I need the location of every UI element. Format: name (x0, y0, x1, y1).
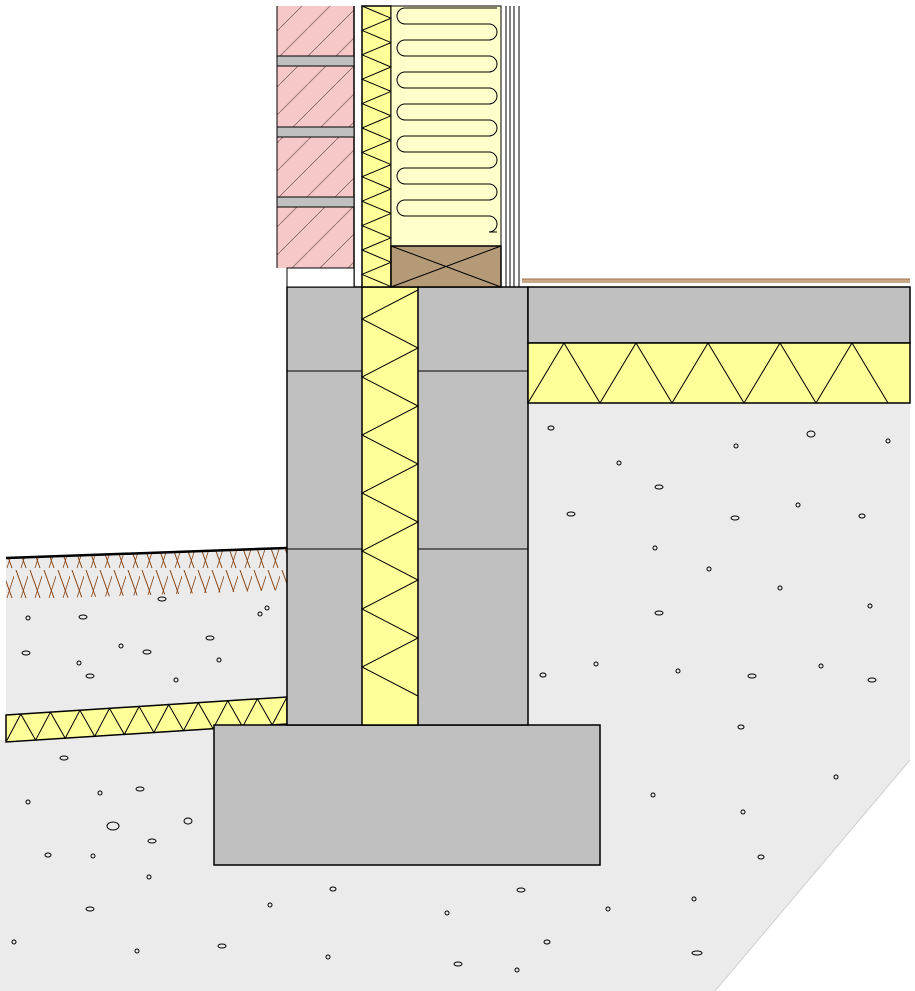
pebble (616, 460, 622, 466)
pebble (11, 939, 17, 945)
pebble (59, 755, 69, 761)
pebble (205, 635, 215, 641)
pebble (654, 484, 664, 490)
pebble (142, 649, 152, 655)
pebble (329, 886, 337, 892)
pebble (25, 615, 31, 621)
pebble (264, 605, 270, 611)
pebble (650, 792, 656, 798)
pebble (691, 896, 697, 902)
pebble (867, 677, 877, 683)
floor-finish (522, 278, 910, 288)
pebble (605, 906, 611, 912)
pebble (593, 661, 599, 667)
pebble (818, 663, 824, 669)
pebble (539, 672, 547, 678)
pebble (547, 425, 555, 431)
pebble (654, 610, 664, 616)
pebble (106, 821, 120, 831)
pebble (543, 939, 551, 945)
pebble (134, 948, 140, 954)
pebble (183, 817, 193, 825)
pebble (90, 853, 96, 859)
wall-ties (276, 55, 355, 208)
pebble (118, 643, 124, 649)
pebble (514, 967, 520, 973)
concrete-slab (527, 286, 911, 344)
rigid-insulation-sheathing (360, 5, 393, 288)
pebble (25, 799, 31, 805)
wood-sill-plate (390, 245, 502, 288)
pebble (737, 724, 745, 730)
concrete-footing (213, 724, 601, 866)
pebble (777, 585, 783, 591)
pebble (217, 943, 227, 949)
pebble (157, 596, 167, 602)
pebble (135, 786, 145, 792)
pebble (44, 852, 52, 858)
pebble (76, 660, 82, 666)
gravel-aggregate (11, 425, 891, 973)
batt-insulation-stud-cavity (390, 5, 502, 247)
pebble (706, 566, 712, 572)
pebble (173, 677, 179, 683)
foundation-wall-insulation-core (360, 286, 420, 726)
pebble (757, 854, 765, 860)
pebble (885, 438, 891, 444)
pebble (675, 668, 681, 674)
pebble (867, 603, 873, 609)
pebble (453, 961, 463, 967)
interior-finish-layers (500, 6, 520, 287)
pebble (806, 430, 816, 438)
pebble (325, 954, 331, 960)
pebble (691, 950, 703, 956)
pebble (146, 874, 152, 880)
pebble (257, 611, 263, 617)
pebble (730, 515, 740, 521)
brick-veneer (276, 6, 355, 288)
pebble (85, 906, 95, 912)
pebble (833, 774, 839, 780)
pebble (97, 790, 103, 796)
pebble (747, 673, 757, 679)
pebble (740, 809, 746, 815)
pebble (444, 910, 450, 916)
pebble (652, 545, 658, 551)
sub-slab-rigid-insulation (527, 342, 911, 404)
pebble (733, 443, 739, 449)
pebble (566, 511, 576, 517)
pebble (795, 502, 801, 508)
pebble (147, 838, 157, 844)
pebble (267, 902, 273, 908)
exterior-grade-soil (5, 546, 288, 600)
pebble (78, 614, 88, 620)
pebble (216, 657, 222, 663)
pebble (85, 673, 95, 679)
pebble (21, 650, 31, 656)
pebble (516, 887, 526, 893)
pebble (858, 513, 866, 519)
